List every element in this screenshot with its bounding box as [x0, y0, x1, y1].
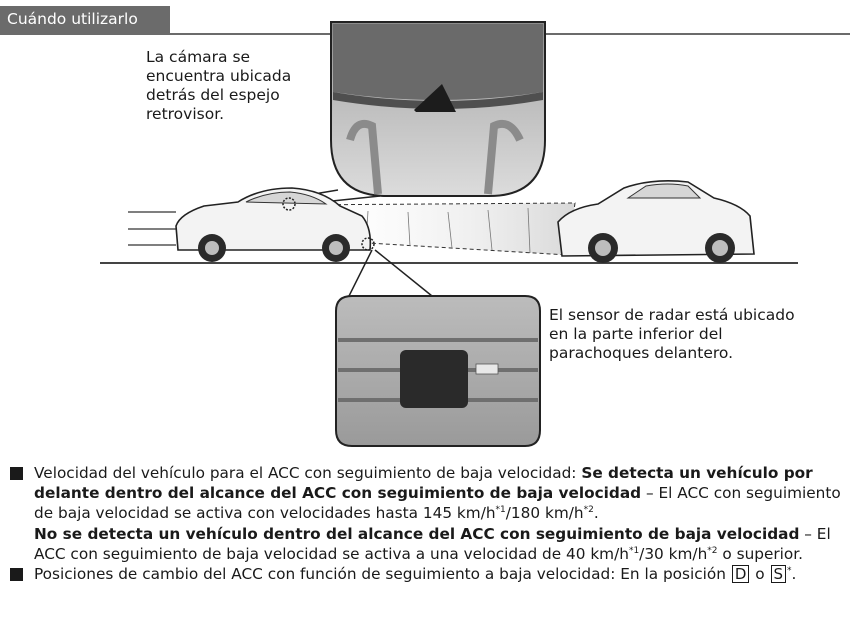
radar-marker: [361, 237, 375, 251]
bullet-square-icon: [10, 568, 23, 582]
motion-lines: [128, 211, 176, 246]
camera-inset: [289, 21, 546, 206]
radar-callout: El sensor de radar está ubicado en la pa…: [549, 306, 795, 362]
sport-key: S: [770, 565, 787, 584]
ego-car: [175, 187, 375, 262]
body-text: Velocidad del vehículo para el ACC con s…: [9, 463, 847, 584]
bullet-square-icon: [10, 467, 23, 480]
camera-icon: [414, 84, 456, 112]
radar-sensor-icon: [400, 350, 468, 408]
camera-callout: La cámara se encuentra ubicada detrás de…: [146, 48, 292, 123]
lead-car: [557, 180, 755, 263]
camera-marker: [282, 197, 296, 211]
section-header: Cuándo utilizarlo: [0, 6, 170, 33]
speed-bullet: Velocidad del vehículo para el ACC con s…: [9, 463, 847, 564]
radar-inset: [335, 249, 541, 447]
acc-illustration: [100, 21, 798, 447]
shift-bullet: Posiciones de cambio del ACC con función…: [9, 564, 847, 584]
drive-key: D: [731, 565, 750, 584]
